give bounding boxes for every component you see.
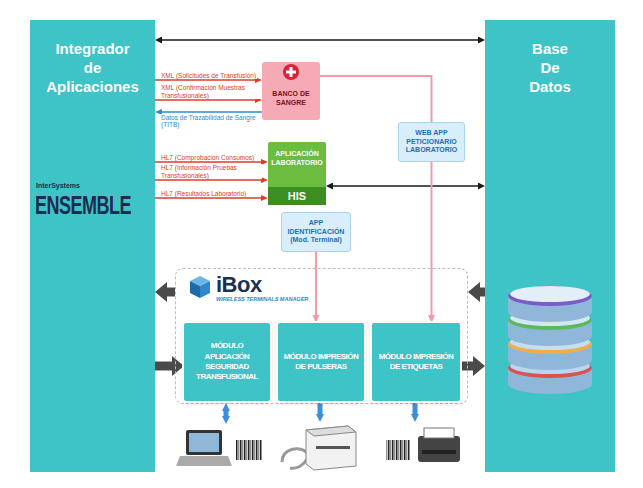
node-title: MÓDULO APLICACIÓN SEGURIDAD TRANSFUSIONA… — [188, 341, 266, 383]
node-title: BANCO DE SANGRE — [265, 90, 317, 107]
connector — [431, 162, 433, 315]
process-box: APP IDENTIFICACIÓN (Mod. Terminal) — [281, 212, 351, 252]
edge-label: HL7 (Información Pruebas Transfusionales… — [160, 164, 262, 179]
node-subtitle: WIRELESS TERMINALS MANAGER — [216, 296, 308, 302]
connector — [155, 197, 261, 199]
connector — [460, 362, 473, 371]
connector — [315, 252, 317, 315]
connector — [155, 179, 261, 181]
connector — [155, 161, 261, 163]
connector — [162, 111, 262, 113]
process-box: WEB APP PETICIONARIO LABORATORIO — [398, 122, 465, 162]
process-box: APLICACIÓN LABORATORIO HIS — [268, 142, 326, 205]
node-title: APP IDENTIFICACIÓN (Mod. Terminal) — [285, 219, 347, 245]
connector — [167, 288, 175, 297]
group-box: iBoxWIRELESS TERMINALS MANAGER MÓDULO APL… — [175, 268, 468, 404]
blood-drop-icon — [283, 64, 299, 80]
connector — [155, 362, 172, 371]
connector — [155, 99, 255, 101]
edge-label: XML (Solicitudes de Transfusión) — [160, 72, 257, 79]
logo-text: InterSystems — [36, 182, 80, 189]
edge-label: XML (Confirmación Muestras Transfusional… — [160, 84, 262, 99]
module-box: MÓDULO IMPRESIÓN DE ETIQUETAS — [372, 323, 460, 401]
module-box: MÓDULO IMPRESIÓN DE PULSERAS — [278, 323, 364, 401]
connector — [155, 79, 255, 81]
node-subtitle: HIS — [268, 187, 326, 205]
edge-label: HL7 (Comprobación Consumos) — [160, 154, 255, 161]
logo-text: ENSEMBLE — [35, 191, 131, 221]
node-title: iBox — [216, 273, 262, 296]
ibox-cube — [190, 276, 210, 298]
node-title: MÓDULO IMPRESIÓN DE PULSERAS — [282, 352, 360, 373]
process-box: BANCO DE SANGRE — [262, 62, 320, 120]
database-icon — [508, 286, 592, 394]
module-box: MÓDULO APLICACIÓN SEGURIDAD TRANSFUSIONA… — [184, 323, 270, 401]
node-title: MÓDULO IMPRESIÓN DE ETIQUETAS — [376, 352, 456, 373]
device-arrows — [226, 403, 415, 416]
node-title: WEB APP PETICIONARIO LABORATORIO — [402, 129, 461, 155]
label-printer-icon — [386, 428, 460, 462]
node-title: Integrador de Aplicaciones — [46, 40, 139, 96]
edge-label: HL7 (Resultados Laboratorio) — [160, 190, 247, 197]
connector — [320, 76, 432, 122]
node-title: Base De Datos — [529, 40, 571, 96]
wristband-printer-icon — [282, 426, 356, 470]
system-panel: Integrador de Aplicaciones — [30, 20, 155, 472]
edge-label: Datos de Trazabilidad de Sangre (TITB) — [160, 114, 262, 129]
connector — [333, 185, 478, 187]
node-title: APLICACIÓN LABORATORIO — [268, 142, 326, 172]
database-panel: Base De Datos — [485, 20, 615, 472]
laptop-icon — [176, 430, 262, 466]
connector — [162, 39, 478, 41]
